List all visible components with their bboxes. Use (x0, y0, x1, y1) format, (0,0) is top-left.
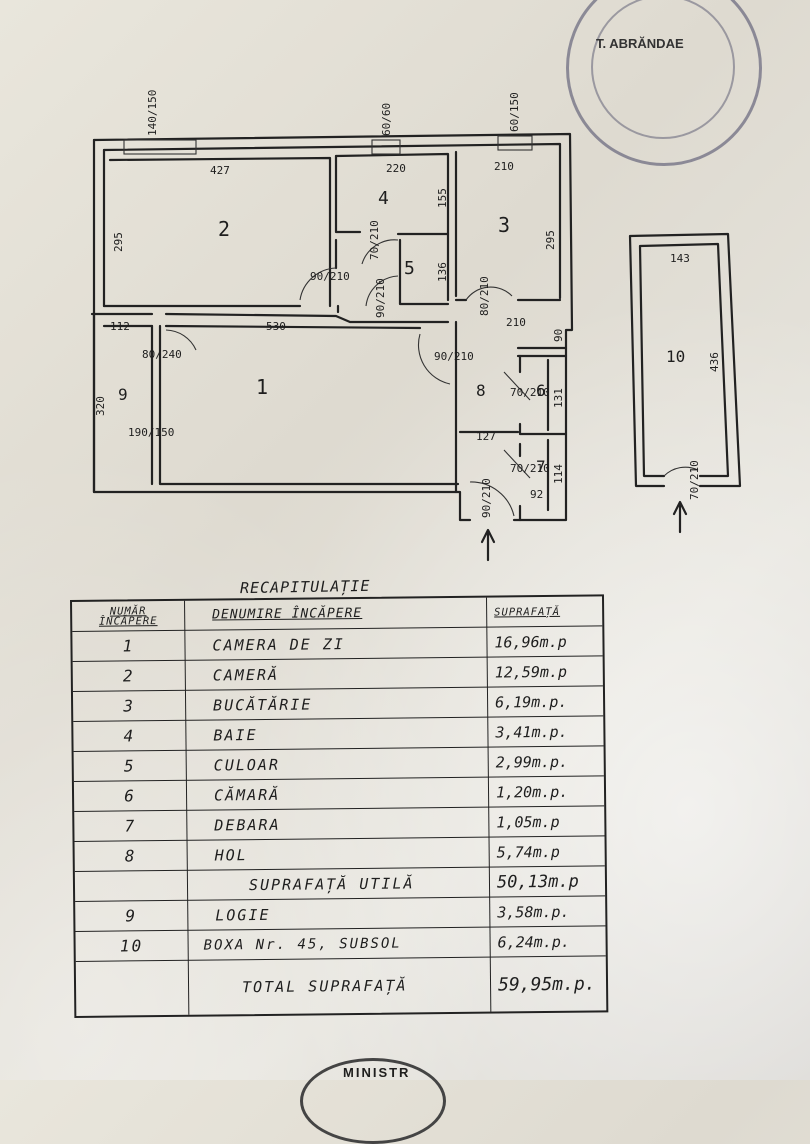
dim-room5-height: 136 (436, 262, 449, 282)
dim-box-height: 436 (708, 352, 721, 372)
dim-room2-height: 295 (112, 232, 125, 252)
dim-hall-width-2: 127 (476, 430, 496, 443)
row-area: 12,59m.p (494, 662, 568, 682)
dim-door-room4: 70/210 (368, 220, 381, 260)
dim-entry-door: 90/210 (480, 478, 493, 518)
row-name: CULOAR (213, 755, 281, 775)
row-name: LOGIE (215, 905, 271, 924)
row-number: 3 (123, 696, 136, 716)
row-name: SUPRAFAȚĂ UTILĂ (248, 873, 415, 894)
dim-window-left: 140/150 (146, 90, 159, 136)
dim-room7-width: 92 (530, 488, 543, 501)
storage-box-walls (628, 232, 742, 488)
row-name: TOTAL SUPRAFAȚĂ (241, 976, 408, 997)
dim-door-room9: 80/240 (142, 348, 182, 361)
dim-box-width: 143 (670, 252, 690, 265)
row-name: DEBARA (214, 815, 281, 835)
row-area: 59,95m.p. (497, 973, 596, 996)
row-number: 1 (122, 636, 135, 656)
row-name: BAIE (213, 725, 258, 745)
row-name: CĂMARĂ (213, 785, 281, 805)
dim-room2-width: 427 (210, 164, 230, 177)
room-label-6: 6 (536, 381, 546, 400)
row-area: 1,05m.p (496, 812, 560, 832)
table-title: RECAPITULAȚIE (239, 576, 371, 598)
row-area: 1,20m.p. (495, 782, 569, 802)
dim-room9-height: 320 (94, 396, 107, 416)
dim-door-room5: 90/210 (374, 278, 387, 318)
row-area: 6,24m.p. (497, 932, 570, 952)
official-stamp (566, 0, 762, 166)
dim-window-mid: 60/60 (380, 103, 393, 136)
dim-door-room3: 80/210 (478, 276, 491, 316)
row-area: 5,74m.p (496, 842, 560, 862)
row-number: 9 (125, 906, 138, 926)
floor-plan: 1 2 3 4 5 6 7 8 9 10 140/150 60/60 60/15… (90, 90, 742, 562)
dim-room7-height: 114 (552, 464, 565, 484)
dim-door-room1: 90/210 (434, 350, 474, 363)
row-number: 8 (124, 846, 137, 866)
row-area: 2,99m.p. (495, 752, 569, 772)
dim-door-room6: 70/210 (510, 386, 550, 399)
row-area: 16,96m.p (494, 632, 567, 652)
stamp-inner-ring (591, 0, 735, 139)
room-label-5: 5 (404, 258, 415, 279)
room-label-1: 1 (256, 375, 268, 399)
dim-room3-width: 210 (494, 160, 514, 173)
row-number: 10 (119, 936, 144, 956)
room-label-2: 2 (218, 217, 230, 241)
header-number-line2: ÎNCĂPERE (98, 614, 158, 628)
row-name: CAMERĂ (212, 665, 280, 685)
row-number: 6 (124, 786, 136, 806)
room-label-3: 3 (498, 213, 510, 237)
row-name: BOXA Nr. 45, SUBSOL (203, 935, 402, 954)
dim-room6-height: 131 (552, 388, 565, 408)
row-number: 4 (123, 726, 136, 746)
dim-room9-width: 112 (110, 320, 130, 333)
row-name: CAMERA DE ZI (212, 634, 345, 655)
row-name: BUCĂTĂRIE (213, 694, 313, 715)
room-label-7: 7 (536, 457, 546, 476)
row-area: 6,19m.p. (494, 692, 568, 712)
row-name: HOL (214, 845, 248, 864)
row-number (76, 961, 189, 1016)
stamp-name: T. ABRĂNDAE (596, 36, 684, 51)
dim-window-right: 60/150 (508, 92, 521, 132)
room-label-9: 9 (118, 385, 128, 404)
entry-arrows (480, 500, 688, 562)
header-area: SUPRAFAȚĂ (494, 605, 561, 619)
dim-box-door: 70/210 (688, 460, 701, 500)
dim-door-room2: 90/210 (310, 270, 350, 283)
row-area: 3,58m.p. (497, 902, 570, 922)
row-number: 7 (124, 816, 137, 836)
row-number: 5 (123, 756, 136, 776)
row-number: 2 (122, 666, 135, 686)
dim-room3-height: 295 (544, 230, 557, 250)
bottom-seal: MINISTR (300, 1058, 446, 1144)
apartment-walls (90, 132, 574, 522)
dim-room1-width: 530 (266, 320, 286, 333)
dimension-labels: 140/150 60/60 60/150 427 295 220 155 210… (94, 90, 721, 518)
dim-hall-width: 210 (506, 316, 526, 329)
dim-room4-height: 155 (436, 188, 449, 208)
header-number: NUMĂR ÎNCĂPERE (72, 601, 184, 631)
room-label-4: 4 (378, 188, 389, 209)
recap-table: NUMĂR ÎNCĂPERE DENUMIRE ÎNCĂPERE SUPRAFA… (70, 594, 609, 1018)
door-swings (165, 239, 531, 517)
windows (123, 135, 533, 155)
row-area: 3,41m.p. (495, 722, 568, 742)
dim-door-room7: 70/210 (510, 462, 550, 475)
dim-room4-width: 220 (386, 162, 406, 175)
row-number (75, 871, 187, 901)
row-area: 50,13m.p (496, 871, 579, 893)
table-row-total: TOTAL SUPRAFAȚĂ 59,95m.p. (76, 956, 607, 1016)
header-name: DENUMIRE ÎNCĂPERE (212, 605, 363, 623)
dim-hall-north: 90 (552, 329, 565, 342)
room-label-8: 8 (476, 381, 486, 400)
room-label-10: 10 (666, 347, 685, 366)
bottom-seal-text: MINISTR (343, 1065, 411, 1080)
dim-logia-window: 190/150 (128, 426, 174, 439)
